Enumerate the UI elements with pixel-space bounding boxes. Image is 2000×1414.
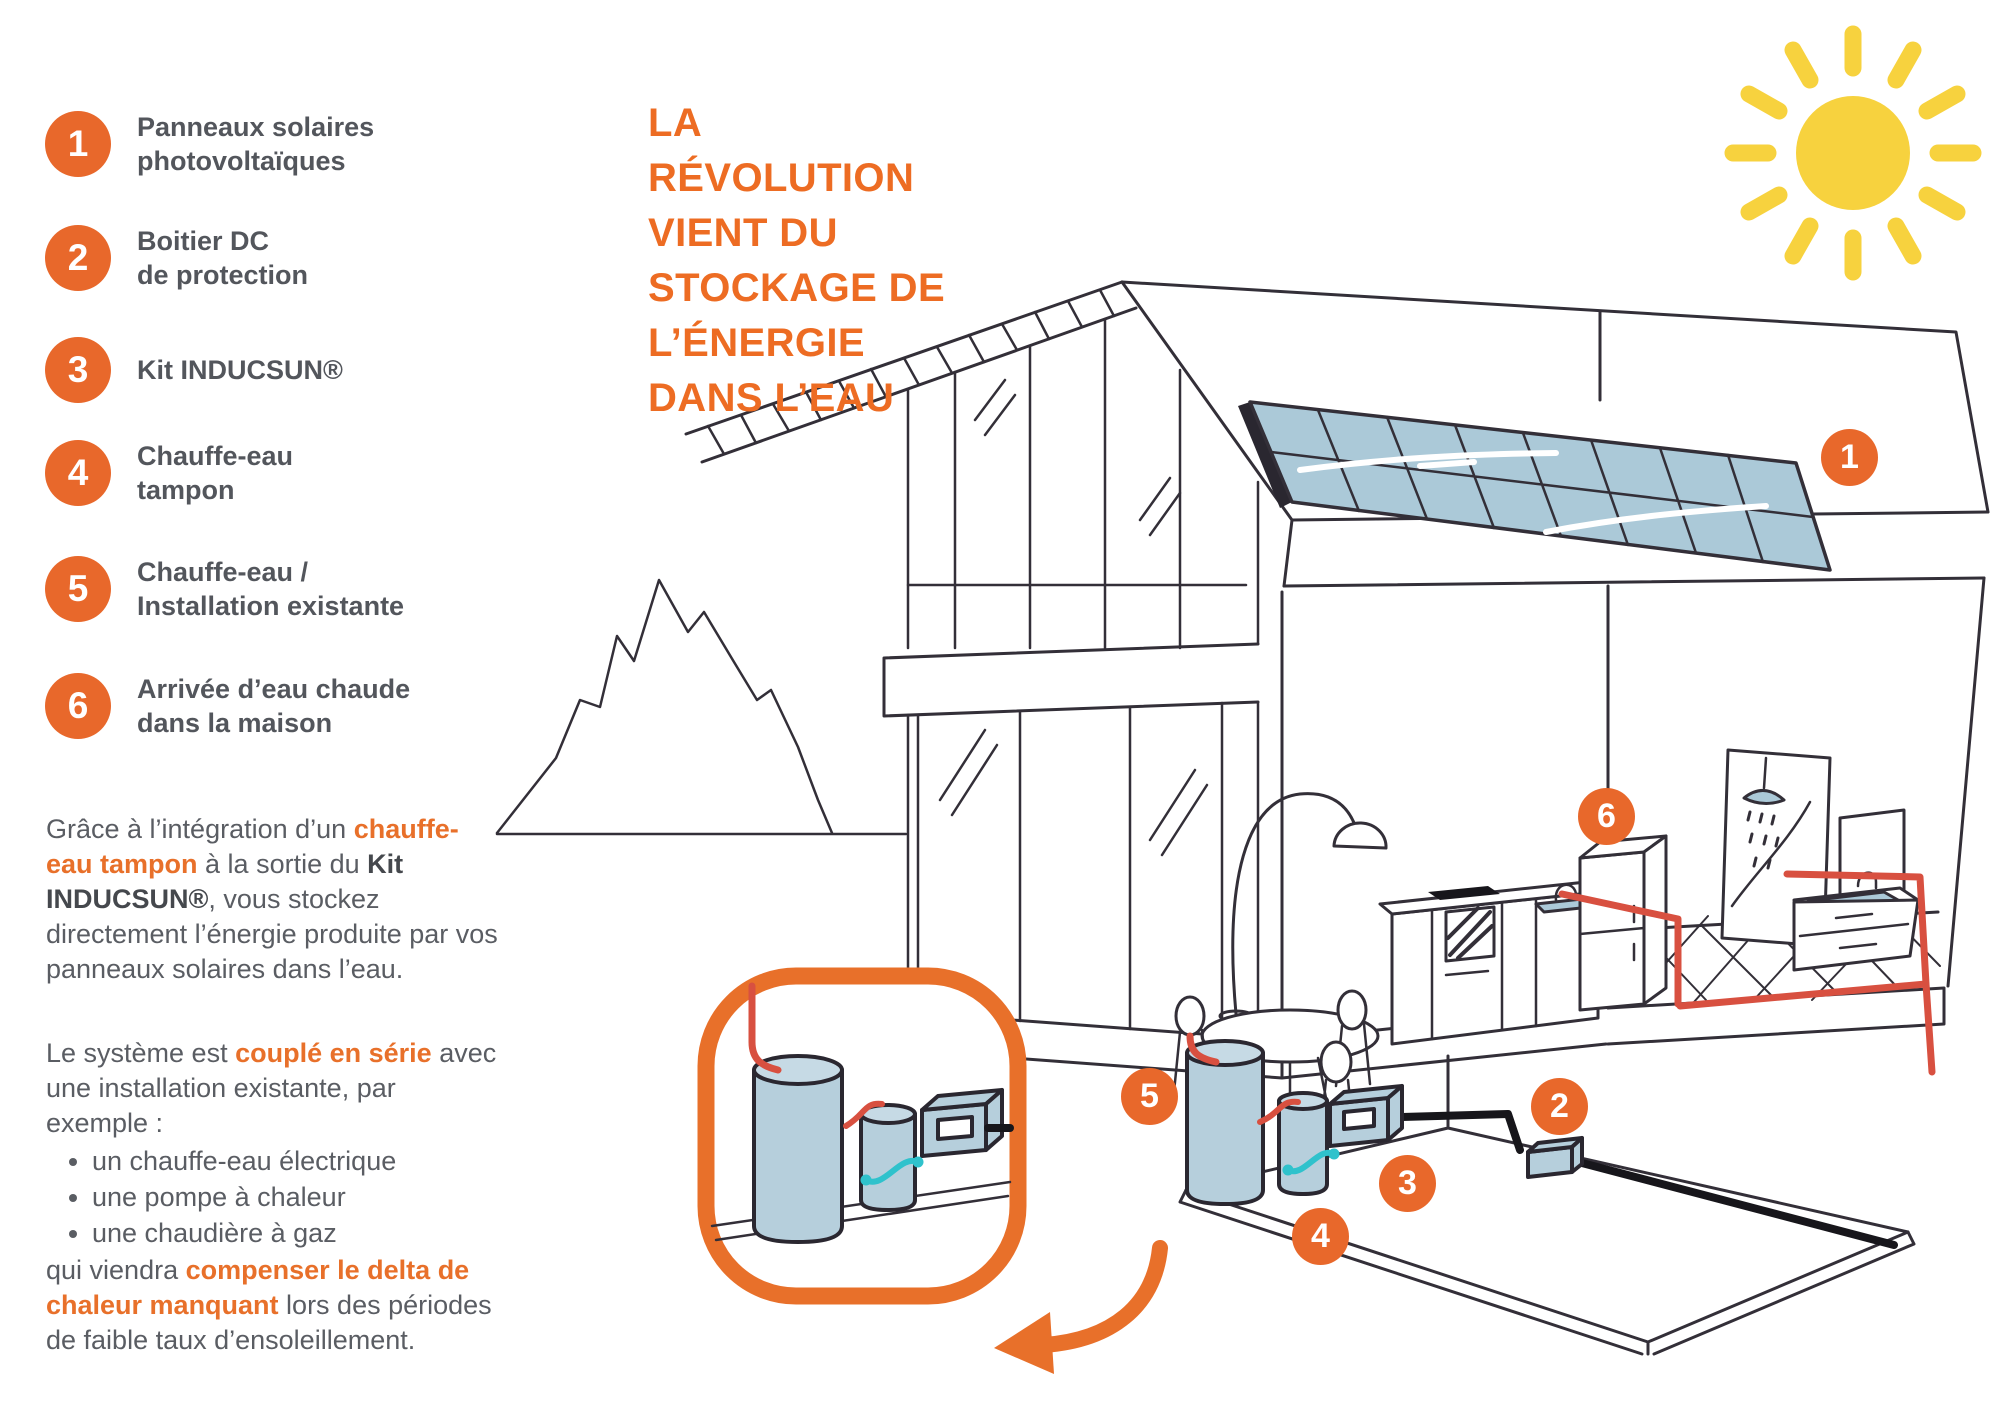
- text-segment-highlight: couplé en série: [235, 1038, 432, 1068]
- legend-label-1: Panneaux solaires photovoltaïques: [137, 112, 375, 176]
- legend-badge-6: 6: [45, 673, 111, 739]
- title-line: DANS L’EAU: [648, 376, 895, 420]
- legend-item-2: 2 Boitier DC de protection: [45, 225, 308, 291]
- mountains-icon: [495, 578, 908, 836]
- legend-badge-4: 4: [45, 440, 111, 506]
- text-segment-highlight: chauffe-eau tampon: [46, 814, 459, 879]
- legend-label-4: Chauffe-eau tampon: [137, 441, 294, 505]
- dc-cable: [1398, 1110, 1898, 1249]
- kitchen: [1172, 792, 1668, 1142]
- bathroom: [1720, 748, 1920, 972]
- list-item: un chauffe-eau électrique: [92, 1143, 504, 1179]
- marker-1-solar-panels: 1: [1821, 429, 1878, 486]
- legend-badge-1: 1: [45, 111, 111, 177]
- text-segment: Le système est: [46, 1038, 236, 1068]
- legend-item-3: 3 Kit INDUCSUN®: [45, 337, 343, 403]
- legend-label-5: Chauffe-eau / Installation existante: [137, 557, 405, 621]
- text-segment-highlight: compenser le delta de chaleur manquant: [46, 1255, 470, 1320]
- buffer-tank: [1277, 1099, 1329, 1196]
- marker-3-inducsun-kit: 3: [1379, 1155, 1436, 1212]
- list-item: une chaudière à gaz: [92, 1215, 504, 1251]
- hot-water-pipe: [1186, 870, 1936, 1125]
- text-segment: à la sortie du: [197, 849, 368, 879]
- text-segment: avec une installation existante, par exe…: [46, 1038, 497, 1138]
- legend-label-2: Boitier DC de protection: [137, 226, 309, 290]
- legend-badge-5: 5: [45, 556, 111, 622]
- text-segment: lors des périodes de faible taux d’ensol…: [46, 1290, 492, 1355]
- legend-item-4: 4 Chauffe-eau tampon: [45, 440, 293, 506]
- title-line: STOCKAGE DE: [648, 266, 946, 310]
- text-segment: qui viendra: [46, 1255, 186, 1285]
- text-segment: , vous stockez directement l’énergie pro…: [46, 884, 498, 984]
- title-line: RÉVOLUTION: [648, 156, 915, 200]
- zoom-inset: [697, 967, 1027, 1305]
- legend-badge-3: 3: [45, 337, 111, 403]
- title-line: L’ÉNERGIE: [648, 321, 865, 365]
- paragraph-intro: Grâce à l’intégration d’un chauffe-eau t…: [46, 812, 504, 987]
- marker-5-existing-heater: 5: [1121, 1068, 1178, 1125]
- sun-icon: [1724, 25, 1982, 281]
- solar-panel-icon: [1238, 400, 1832, 572]
- legend-item-5: 5 Chauffe-eau / Installation existante: [45, 556, 404, 622]
- legend-item-6: 6 Arrivée d’eau chaude dans la maison: [45, 673, 410, 739]
- cold-water-pipe: [1282, 1148, 1340, 1176]
- title-line: VIENT DU: [648, 211, 838, 255]
- legend-item-1: 1 Panneaux solaires photovoltaïques: [45, 111, 374, 177]
- text-segment: Grâce à l’intégration d’un: [46, 814, 354, 844]
- marker-4-buffer-tank: 4: [1292, 1208, 1349, 1265]
- marker-6-hot-water-arrival: 6: [1578, 788, 1635, 845]
- title-line: LA: [648, 101, 703, 145]
- legend-label-6: Arrivée d’eau chaude dans la maison: [137, 674, 411, 738]
- examples-list: un chauffe-eau électrique une pompe à ch…: [46, 1143, 504, 1251]
- text-segment-bold: Kit INDUCSUN®: [46, 849, 404, 914]
- legend-label-3: Kit INDUCSUN®: [137, 355, 343, 385]
- list-item: une pompe à chaleur: [92, 1179, 504, 1215]
- existing-heater-tank: [1185, 1051, 1265, 1206]
- page-title: LA RÉVOLUTION VIENT DU STOCKAGE DE L’ÉNE…: [648, 96, 945, 426]
- legend-badge-2: 2: [45, 225, 111, 291]
- marker-2-dc-box: 2: [1531, 1078, 1588, 1135]
- paragraph-system: Le système est couplé en série avec une …: [46, 1036, 504, 1358]
- curved-arrow-icon: [994, 1240, 1168, 1374]
